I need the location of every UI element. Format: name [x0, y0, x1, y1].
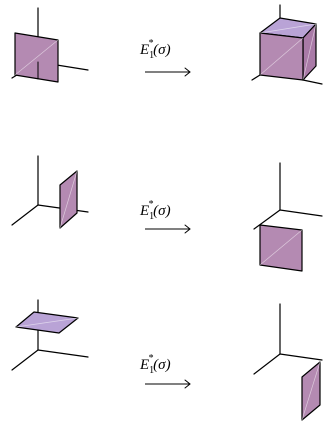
row-3-arrow: E1*(σ): [139, 353, 191, 389]
y-axis: [37, 349, 89, 358]
face-front: [259, 224, 303, 272]
map-label: E1*(σ): [139, 353, 171, 376]
x-axis: [11, 349, 39, 371]
row-1-source: [11, 7, 89, 83]
y-axis: [302, 79, 323, 85]
map-label: E1*(σ): [139, 38, 171, 61]
x-axis: [251, 74, 261, 81]
map-label: E1*(σ): [139, 199, 171, 222]
row-2-source: [11, 155, 89, 229]
row-2-image: [253, 162, 323, 272]
row-1-arrow: E1*(σ): [139, 38, 191, 77]
row-1-image: [251, 4, 323, 85]
x-axis: [253, 353, 281, 375]
x-axis: [11, 204, 39, 226]
row-3-source: [11, 299, 89, 371]
x-axis: [253, 209, 281, 230]
y-axis: [279, 353, 323, 361]
y-axis: [279, 209, 323, 217]
row-3-image: [253, 303, 323, 421]
row-2-arrow: E1*(σ): [139, 199, 191, 234]
